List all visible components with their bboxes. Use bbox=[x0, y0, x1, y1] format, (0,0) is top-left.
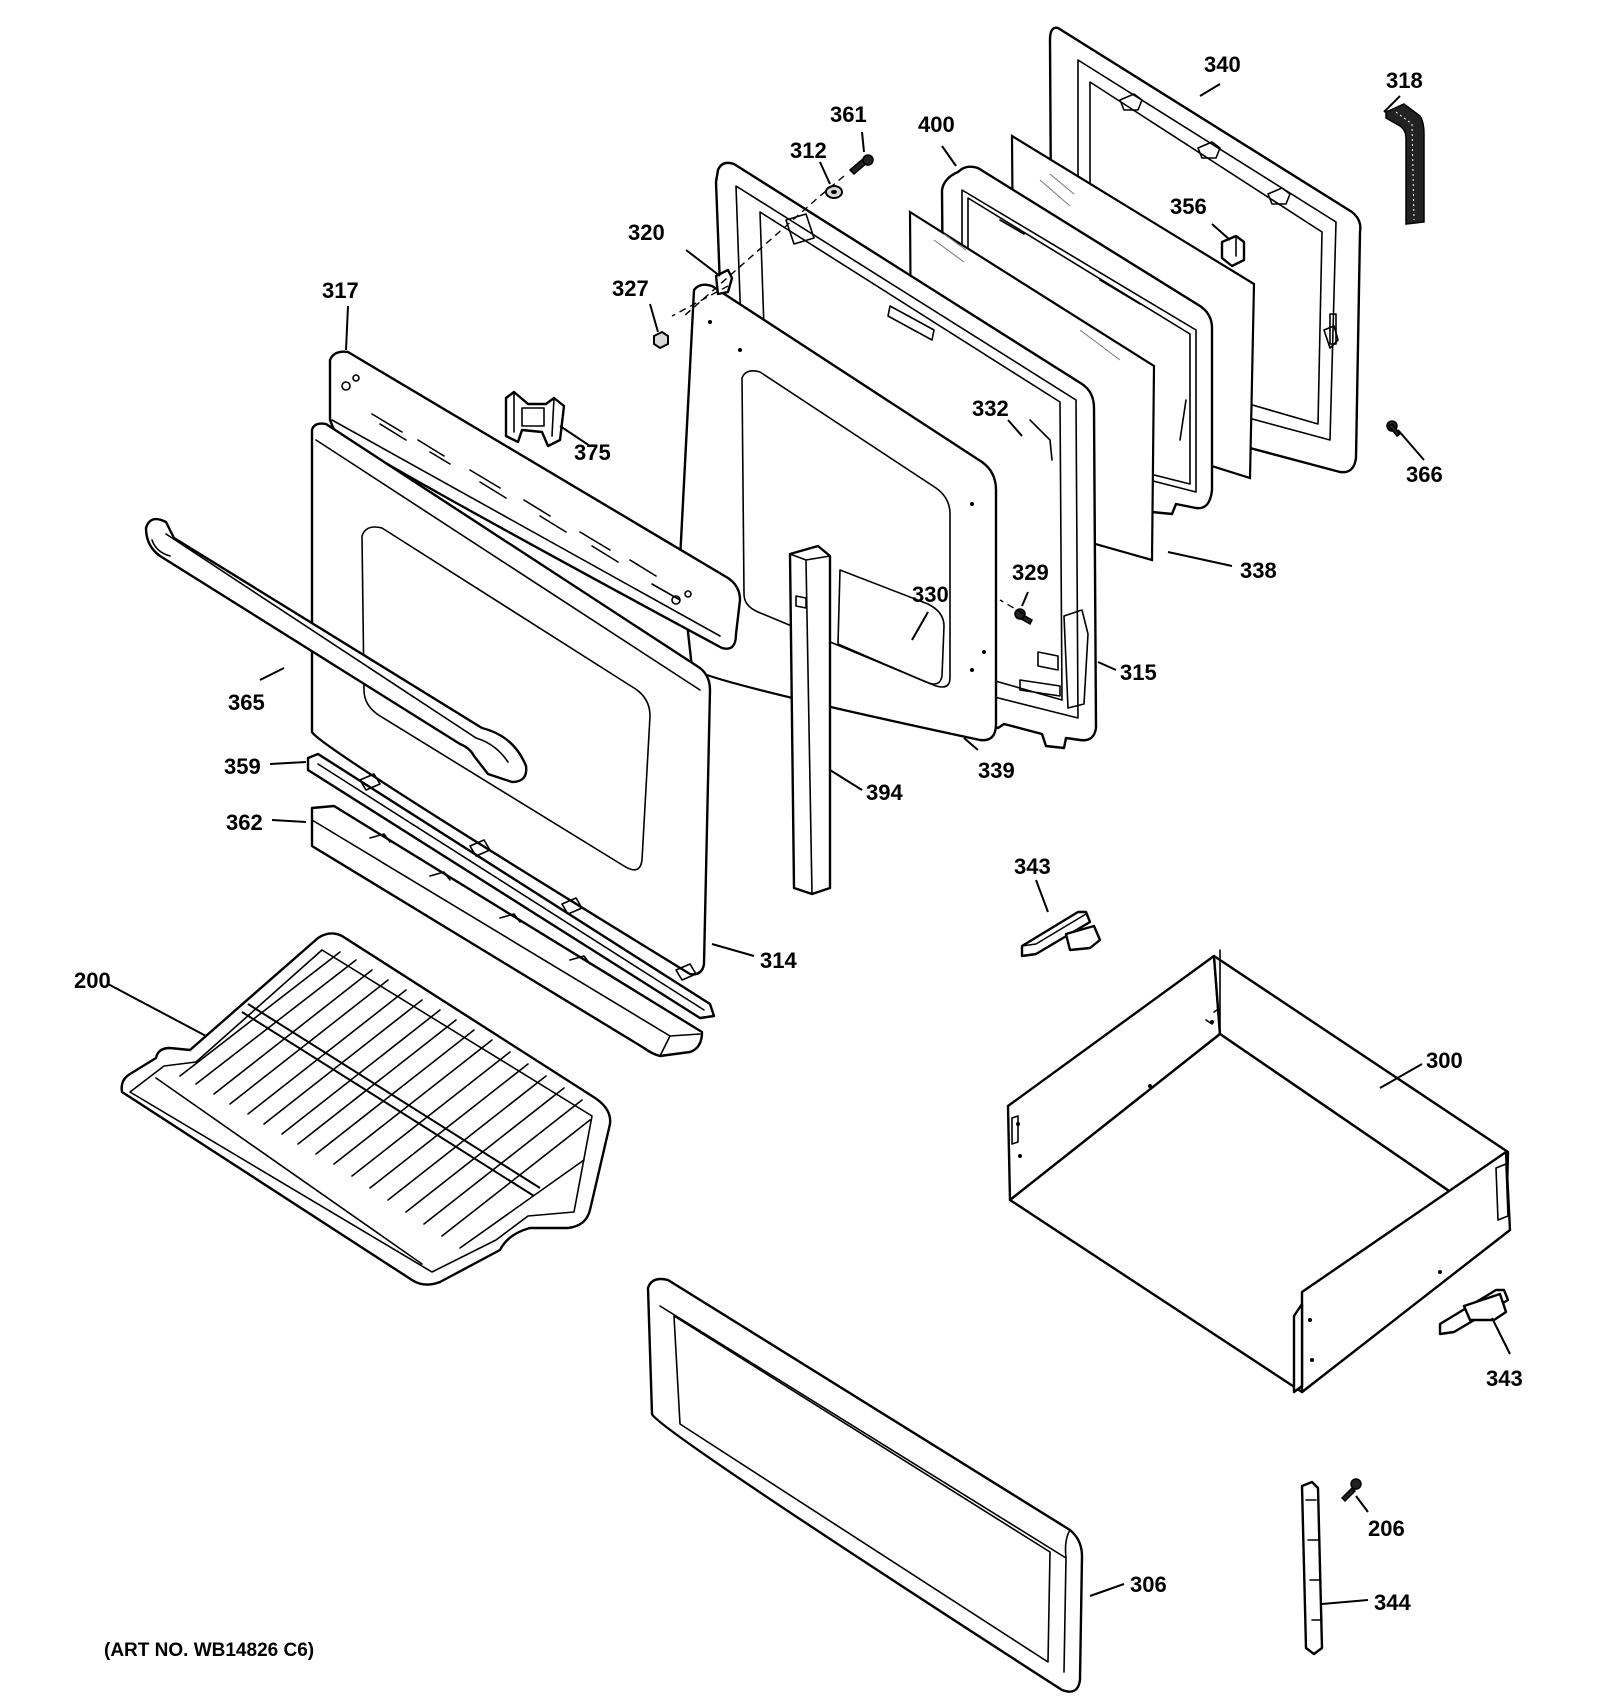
fastener-366-screw bbox=[1386, 420, 1402, 438]
callout-339: 339 bbox=[978, 758, 1015, 783]
fastener-329-screw bbox=[1014, 608, 1033, 626]
callout-206: 206 bbox=[1368, 1516, 1405, 1541]
callout-315: 315 bbox=[1120, 660, 1157, 685]
callout-labels: 340 318 361 400 312 356 320 327 317 332 … bbox=[74, 52, 1523, 1615]
callout-327: 327 bbox=[612, 276, 649, 301]
callout-200: 200 bbox=[74, 968, 111, 993]
part-318-door-gasket bbox=[1385, 103, 1425, 225]
callout-343-lower: 343 bbox=[1486, 1366, 1523, 1391]
callout-344: 344 bbox=[1374, 1590, 1411, 1615]
callout-361: 361 bbox=[830, 102, 867, 127]
callout-329: 329 bbox=[1012, 560, 1049, 585]
callout-312: 312 bbox=[790, 138, 827, 163]
part-362-vent-trim bbox=[310, 804, 704, 1058]
callout-356: 356 bbox=[1170, 194, 1207, 219]
callout-332: 332 bbox=[972, 396, 1009, 421]
callout-314: 314 bbox=[760, 948, 797, 973]
callout-343-upper: 343 bbox=[1014, 854, 1051, 879]
fastener-327-nut bbox=[653, 330, 669, 350]
part-343-drawer-slide-lower bbox=[1438, 1288, 1510, 1336]
fastener-361-screw bbox=[848, 154, 874, 176]
callout-330: 330 bbox=[912, 582, 949, 607]
part-359-door-trim-strip bbox=[306, 752, 716, 1020]
art-number-label: (ART NO. WB14826 C6) bbox=[104, 1640, 314, 1661]
callout-365: 365 bbox=[228, 690, 265, 715]
part-339-door-liner bbox=[678, 283, 998, 742]
callout-362: 362 bbox=[226, 810, 263, 835]
part-394-door-side-trim bbox=[788, 544, 832, 896]
part-365-door-handle bbox=[144, 517, 528, 784]
fastener-312-washer bbox=[825, 185, 843, 199]
callout-366: 366 bbox=[1406, 462, 1443, 487]
callout-306: 306 bbox=[1130, 1572, 1167, 1597]
callout-320: 320 bbox=[628, 220, 665, 245]
part-200-oven-rack bbox=[120, 932, 612, 1286]
fastener-356-clip bbox=[1220, 234, 1246, 268]
part-375-hinge-bracket bbox=[504, 390, 566, 448]
callout-400: 400 bbox=[918, 112, 955, 137]
part-344-drawer-rail-bracket bbox=[1300, 1480, 1324, 1656]
callout-338: 338 bbox=[1240, 558, 1277, 583]
callout-394: 394 bbox=[866, 780, 903, 805]
leader-lines bbox=[107, 83, 1511, 1605]
part-314-outer-door-panel bbox=[310, 422, 712, 976]
part-343-drawer-slide-upper bbox=[1020, 910, 1102, 958]
callout-318: 318 bbox=[1386, 68, 1423, 93]
part-300-storage-drawer bbox=[1006, 949, 1512, 1394]
part-306-drawer-front-panel bbox=[646, 1277, 1084, 1693]
callout-359: 359 bbox=[224, 754, 261, 779]
callout-300: 300 bbox=[1426, 1048, 1463, 1073]
callout-317: 317 bbox=[322, 278, 359, 303]
fastener-206-screw bbox=[1340, 1478, 1362, 1503]
callout-340: 340 bbox=[1204, 52, 1241, 77]
callout-375: 375 bbox=[574, 440, 611, 465]
